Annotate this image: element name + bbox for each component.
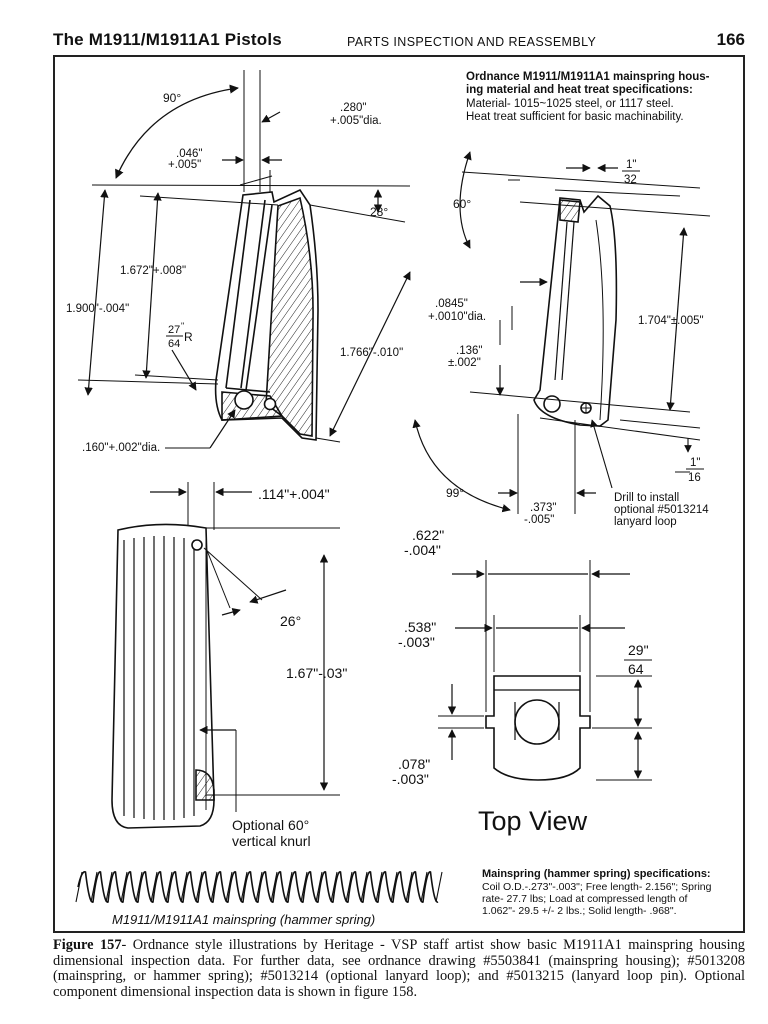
radius-r-label: R xyxy=(184,330,193,344)
coil-turn xyxy=(225,871,233,903)
mainspring-caption: M1911/M1911A1 mainspring (hammer spring) xyxy=(112,912,375,927)
coil-turn xyxy=(210,871,218,903)
coil-turn xyxy=(405,871,413,903)
dim-1704-label: 1.704"±.005" xyxy=(638,315,704,327)
dia-0845-tol-label: +.0010"dia. xyxy=(428,311,486,323)
coil-turn xyxy=(315,871,323,903)
dia-280-tol-label: +.005"dia. xyxy=(330,115,382,127)
housing-spec-title-1: Ordnance M1911/M1911A1 mainspring hous- xyxy=(466,71,710,83)
drill-note-line-3: lanyard loop xyxy=(614,516,677,528)
top-view-drawing xyxy=(438,560,652,781)
angle-60-label: 60° xyxy=(453,197,471,211)
frac-1-32-num: 1" xyxy=(626,159,636,171)
frac-29-64-num: 29" xyxy=(628,642,649,658)
drill-note-line-1: Drill to install xyxy=(614,492,679,504)
coil-turn xyxy=(195,871,203,903)
dim-114-label: .114"+.004" xyxy=(258,486,330,502)
dim-046-label: .046" xyxy=(176,148,202,160)
coil-turn xyxy=(75,871,83,903)
coil-turn xyxy=(345,871,353,903)
coil-turn xyxy=(390,871,398,903)
dim-136-tol-label: ±.002" xyxy=(448,357,481,369)
dim-046-tol-label: +.005" xyxy=(168,159,201,171)
coil-turn xyxy=(300,871,308,903)
dim-622-label: .622" xyxy=(412,527,444,543)
figure-157-frame xyxy=(53,55,745,933)
section-title: PARTS INSPECTION AND REASSEMBLY xyxy=(347,35,597,49)
housing-spec-title-2: ing material and heat treat specificatio… xyxy=(466,84,693,96)
radius-inch-mark: " xyxy=(181,321,184,331)
spring-spec-line-2: rate- 27.7 lbs; Load at compressed lengt… xyxy=(482,893,688,905)
knurl-note-line-1: Optional 60° xyxy=(232,817,309,833)
dim-1900-label: 1.900"-.004" xyxy=(66,303,129,315)
book-title: The M1911/M1911A1 Pistols xyxy=(53,30,282,49)
housing-back-drawing xyxy=(111,482,340,829)
housing-side-drawing xyxy=(412,151,711,514)
dia-160-label: .160"+.002"dia. xyxy=(82,442,160,454)
page-header: The M1911/M1911A1 Pistols PARTS INSPECTI… xyxy=(53,30,745,54)
housing-back-labels: .114"+.004" 26° 1.67"-.03" Optional 60° … xyxy=(232,486,347,849)
dim-078-label: .078" xyxy=(398,756,430,772)
coil-turn xyxy=(120,871,128,903)
coil-turn xyxy=(255,871,263,903)
mainspring-spec-text: Mainspring (hammer spring) specification… xyxy=(482,868,712,917)
coil-turn xyxy=(420,871,428,903)
coil-turn xyxy=(135,871,143,903)
coil-turn xyxy=(330,871,338,903)
drill-note-line-2: optional #5013214 xyxy=(614,504,709,516)
coil-turn xyxy=(375,871,383,903)
coil-turn xyxy=(285,871,293,903)
angle-99-label: 99° xyxy=(446,486,464,500)
dim-078-tol-label: -.003" xyxy=(392,771,429,787)
dia-0845-label: .0845" xyxy=(435,298,468,310)
figure-caption: Figure 157- Ordnance style illustrations… xyxy=(53,937,746,1000)
housing-side-labels: 60° 1" 32 .0845" +.0010"dia. .136" ±.002… xyxy=(428,159,709,528)
coil-turn xyxy=(105,871,113,903)
spring-spec-line-3: 1.062"- 29.5 +/- 2 lbs.; Solid length- .… xyxy=(482,905,677,917)
coil-turn xyxy=(90,871,98,903)
page-number: 166 xyxy=(716,30,745,49)
knurl-note-line-2: vertical knurl xyxy=(232,833,311,849)
dim-1672-label: 1.672"+.008" xyxy=(120,265,186,277)
coil-turn xyxy=(150,871,158,903)
coil-turn xyxy=(180,871,188,903)
housing-spec-line-2: Heat treat sufficient for basic machinab… xyxy=(466,111,684,123)
coil-turn xyxy=(240,871,248,903)
dim-136-label: .136" xyxy=(456,345,482,357)
housing-spec-line-1: Material- 1015~1025 steel, or 1117 steel… xyxy=(466,98,674,110)
frac-1-16-den: 16 xyxy=(688,472,701,484)
coil-turn xyxy=(270,871,278,903)
radius-den-label: 64 xyxy=(168,338,180,350)
frac-29-64-den: 64 xyxy=(628,661,644,677)
housing-section-labels: 90° .280" +.005"dia. .046" +.005" 28° 1.… xyxy=(66,91,403,454)
mainspring-drawing xyxy=(75,871,443,903)
dim-167-label: 1.67"-.03" xyxy=(286,665,347,681)
dim-622-tol-label: -.004" xyxy=(404,542,441,558)
radius-num-label: 27 xyxy=(168,324,180,336)
coil-turn xyxy=(435,871,443,903)
dim-1766-label: 1.766"-.010" xyxy=(340,347,403,359)
angle-28-label: 28° xyxy=(370,205,388,219)
spring-spec-line-1: Coil O.D.-.273"-.003"; Free length- 2.15… xyxy=(482,881,712,893)
dim-538-label: .538" xyxy=(404,619,436,635)
angle-26-label: 26° xyxy=(280,613,301,629)
angle-90-label: 90° xyxy=(163,91,181,105)
housing-spec-text: Ordnance M1911/M1911A1 mainspring hous- … xyxy=(466,71,710,123)
coil-turn xyxy=(165,871,173,903)
spring-spec-title: Mainspring (hammer spring) specification… xyxy=(482,868,711,880)
figure-caption-text: - Ordnance style illustrations by Herita… xyxy=(53,937,746,1000)
figure-label: Figure 157 xyxy=(53,937,122,953)
dim-538-tol-label: -.003" xyxy=(398,634,435,650)
dim-373-tol-label: -.005" xyxy=(524,514,554,526)
frac-1-32-den: 32 xyxy=(624,174,637,186)
dia-280-label: .280" xyxy=(340,102,366,114)
housing-section-drawing xyxy=(77,70,411,449)
top-view-labels: .622" -.004" .538" -.003" 29" 64 .078" -… xyxy=(392,527,652,836)
dim-373-label: .373" xyxy=(530,502,556,514)
top-view-title: Top View xyxy=(478,806,588,836)
coil-turn xyxy=(360,871,368,903)
frac-1-16-num: 1" xyxy=(690,457,700,469)
